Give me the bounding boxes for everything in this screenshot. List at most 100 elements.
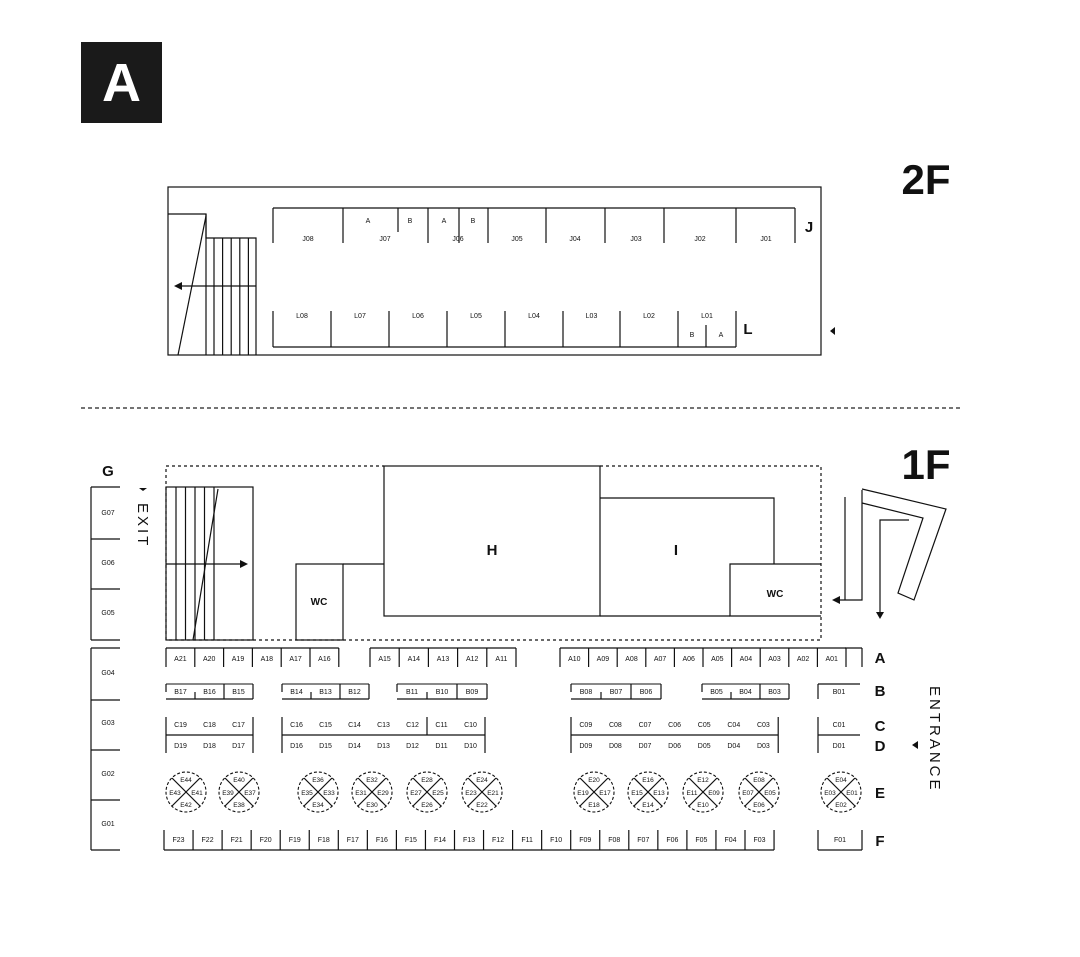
round-table — [682, 771, 724, 813]
floor-2-plan — [167, 186, 822, 356]
room-h — [383, 465, 601, 617]
stall-e06: E06 — [753, 802, 765, 809]
stall-l05: L05 — [470, 313, 482, 320]
stall-sub-label: A — [366, 218, 371, 225]
stall-f16: F16 — [376, 837, 388, 844]
stall-e35: E35 — [301, 790, 313, 797]
floor-1-label: 1F — [901, 441, 950, 488]
stall-e21: E21 — [487, 790, 499, 797]
row-d-label: D — [875, 738, 886, 755]
stall-e22: E22 — [476, 802, 488, 809]
stall-c06: C06 — [668, 722, 681, 729]
table-divider — [224, 777, 254, 807]
stall-e37: E37 — [244, 790, 256, 797]
stall-g04: G04 — [101, 670, 114, 677]
stall-l08: L08 — [296, 313, 308, 320]
stall-f19: F19 — [289, 837, 301, 844]
floor-1-plan — [165, 465, 947, 641]
round-table — [461, 771, 503, 813]
stall-a02: A02 — [797, 656, 810, 663]
stall-e02: E02 — [835, 802, 847, 809]
row-c-d: C19D19C18D18C17D17C16D16C15D15C14D14C13D… — [165, 717, 860, 753]
stall-a16: A16 — [318, 656, 331, 663]
stall-f23: F23 — [172, 837, 184, 844]
stall-b05: B05 — [710, 689, 723, 696]
round-table — [165, 771, 207, 813]
stall-l04: L04 — [528, 313, 540, 320]
stall-e32: E32 — [366, 777, 378, 784]
floor-2-label: 2F — [901, 156, 950, 203]
stall-g03: G03 — [101, 720, 114, 727]
stall-c19: C19 — [174, 722, 187, 729]
stall-e24: E24 — [476, 777, 488, 784]
wc-left-room — [295, 563, 344, 641]
stall-c15: C15 — [319, 722, 332, 729]
stall-sub-label: B — [408, 218, 413, 225]
stall-a14: A14 — [408, 656, 421, 663]
stall-f07: F07 — [637, 837, 649, 844]
stall-f15: F15 — [405, 837, 417, 844]
stall-b08: B08 — [580, 689, 593, 696]
wc-left-label: WC — [311, 597, 328, 608]
stall-a19: A19 — [232, 656, 245, 663]
stall-c14: C14 — [348, 722, 361, 729]
stall-c04: C04 — [727, 722, 740, 729]
stall-d14: D14 — [348, 743, 361, 750]
stall-d06: D06 — [668, 743, 681, 750]
stall-f20: F20 — [260, 837, 272, 844]
row-f-label: F — [875, 833, 884, 850]
stall-e36: E36 — [312, 777, 324, 784]
section-badge — [81, 42, 162, 123]
stall-d17: D17 — [232, 743, 245, 750]
stall-e13: E13 — [653, 790, 665, 797]
stall-l07: L07 — [354, 313, 366, 320]
stall-l02: L02 — [643, 313, 655, 320]
table-divider — [744, 777, 774, 807]
stall-e17: E17 — [599, 790, 611, 797]
stall-b12: B12 — [348, 689, 361, 696]
stall-e09: E09 — [708, 790, 720, 797]
round-table — [627, 771, 669, 813]
stall-sub-label: B — [471, 218, 476, 225]
stall-d11: D11 — [435, 743, 447, 750]
stall-e40: E40 — [233, 777, 245, 784]
round-table — [573, 771, 615, 813]
stall-f09: F09 — [579, 837, 591, 844]
room-i-label: I — [674, 542, 678, 559]
stall-j03: J03 — [630, 236, 641, 243]
stall-e30: E30 — [366, 802, 378, 809]
stall-d08: D08 — [609, 743, 622, 750]
stall-g02: G02 — [101, 771, 114, 778]
stall-b04: B04 — [739, 689, 752, 696]
stall-c16: C16 — [290, 722, 303, 729]
stall-c07: C07 — [639, 722, 652, 729]
row-a-label: A — [875, 650, 886, 667]
row-b-label: B — [875, 683, 886, 700]
stall-c13: C13 — [377, 722, 390, 729]
stall-e25: E25 — [432, 790, 444, 797]
stall-a20: A20 — [203, 656, 216, 663]
stall-g05: G05 — [101, 610, 114, 617]
stall-a21: A21 — [174, 656, 187, 663]
ramp-arrow-tail — [876, 612, 884, 619]
stall-d16: D16 — [290, 743, 303, 750]
floor-1-dashed-boundary — [165, 465, 822, 641]
stall-c12: C12 — [406, 722, 419, 729]
stall-j08: J08 — [302, 236, 313, 243]
stall-e34: E34 — [312, 802, 324, 809]
stall-d12: D12 — [406, 743, 419, 750]
stall-e23: E23 — [465, 790, 477, 797]
stall-b03: B03 — [768, 689, 781, 696]
stall-g01: G01 — [101, 821, 114, 828]
stall-d10: D10 — [464, 743, 477, 750]
stall-d18: D18 — [203, 743, 216, 750]
section-badge-label: A — [102, 53, 141, 113]
stall-e42: E42 — [180, 802, 192, 809]
stall-c01: C01 — [833, 722, 846, 729]
